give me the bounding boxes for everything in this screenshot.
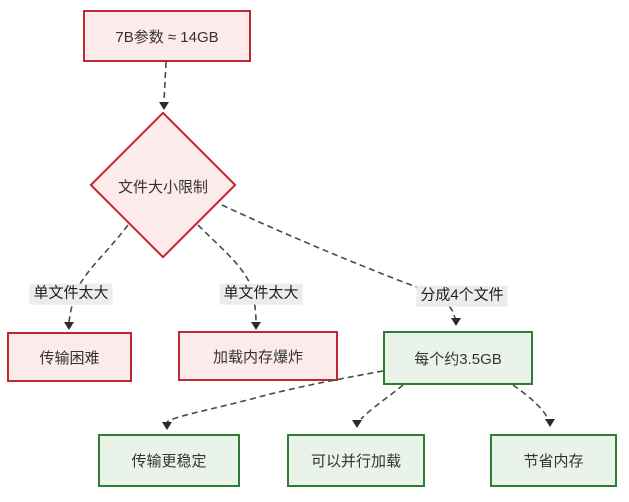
- edge-label-single-file-too-big-1: 单文件太大: [29, 283, 113, 305]
- arrowhead-transfer-hard: [64, 322, 74, 330]
- node-parallel-load: 可以并行加载: [287, 434, 425, 487]
- arrowhead-size-limit: [159, 102, 169, 110]
- edge-each-size-to-parallel-load: [360, 384, 404, 420]
- arrowhead-parallel-load: [352, 420, 362, 428]
- arrowhead-each-size: [451, 318, 461, 326]
- arrowhead-memory-explosion: [251, 322, 261, 330]
- arrowhead-save-memory: [545, 419, 555, 427]
- edge-size-limit-to-memory-explosion: [197, 224, 257, 323]
- node-memory-explosion: 加载内存爆炸: [178, 331, 338, 381]
- node-transfer-hard: 传输困难: [7, 332, 132, 382]
- node-save-memory: 节省内存: [490, 434, 617, 487]
- arrowhead-transfer-stable: [162, 422, 172, 430]
- edge-label-single-file-too-big-2: 单文件太大: [219, 283, 303, 305]
- node-transfer-stable: 传输更稳定: [98, 434, 240, 487]
- edge-each-size-to-save-memory: [512, 384, 548, 418]
- edge-label-split-into-4-files: 分成4个文件: [416, 285, 508, 307]
- node-params: 7B参数 ≈ 14GB: [83, 10, 251, 62]
- edge-params-to-size-limit: [163, 61, 167, 103]
- node-each-size: 每个约3.5GB: [383, 331, 533, 385]
- edge-size-limit-to-transfer-hard: [68, 224, 129, 323]
- node-size-limit-label: 文件大小限制: [117, 179, 208, 196]
